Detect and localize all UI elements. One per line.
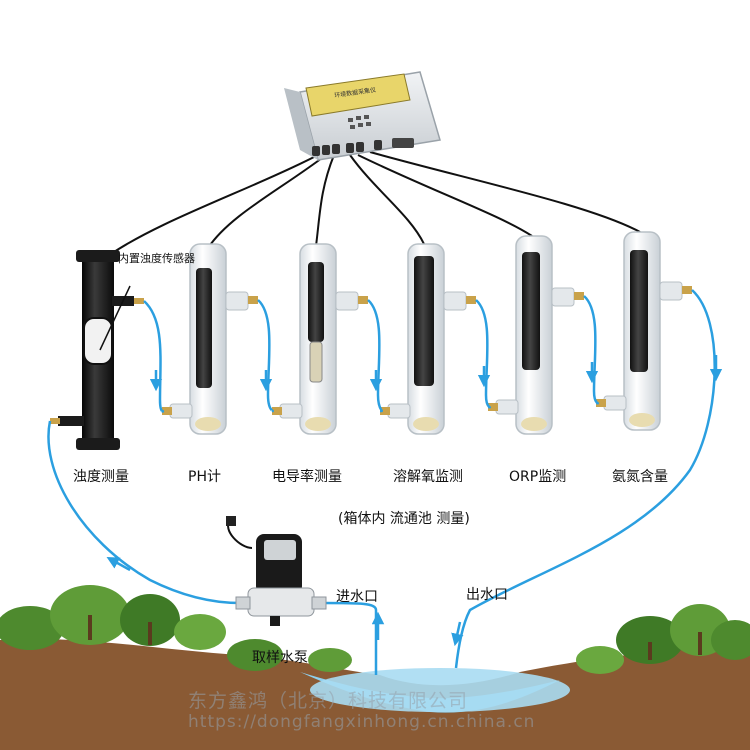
flow-cell-conductivity bbox=[272, 243, 368, 435]
inlet-label: 进水口 bbox=[336, 589, 378, 605]
flow-cell-orp bbox=[488, 235, 584, 435]
controller-screen bbox=[305, 73, 411, 117]
cable-glands bbox=[312, 138, 414, 156]
keypad bbox=[348, 115, 371, 129]
flow-cell-ph bbox=[162, 243, 258, 435]
flow-cell-ammonia bbox=[596, 231, 692, 431]
line-do-to-orp bbox=[475, 299, 492, 409]
signal-cables bbox=[107, 151, 641, 257]
line-inlet-to-pump bbox=[321, 601, 378, 675]
line-orp-to-ammonia bbox=[583, 295, 600, 405]
flow-cell-note: (箱体内 流通池 测量) bbox=[338, 511, 470, 527]
flow-cells bbox=[162, 231, 692, 435]
line-ph-to-conductivity bbox=[257, 299, 274, 413]
data-acquisition-controller: 环境数据采集仪 bbox=[284, 71, 441, 161]
sensor-label-orp: ORP监测 bbox=[509, 469, 567, 485]
outlet-label: 出水口 bbox=[466, 587, 508, 603]
tree-trunks bbox=[88, 615, 702, 660]
turbidity-sensor-body bbox=[50, 250, 144, 450]
flow-cell-dissolved-oxygen bbox=[380, 243, 476, 435]
sensor-label-ph: PH计 bbox=[188, 469, 221, 485]
pond-surface bbox=[310, 668, 570, 712]
line-conductivity-to-do bbox=[367, 299, 384, 413]
ground-scene bbox=[0, 585, 750, 750]
sensor-label-dissolved-oxygen: 溶解氧监测 bbox=[393, 469, 463, 485]
line-pump-to-turbidity bbox=[47, 420, 241, 605]
sampling-pump bbox=[226, 516, 327, 626]
watermark-company: 东方鑫鸿（北京）科技有限公司 bbox=[188, 690, 469, 712]
watermark-url: https://dongfangxinhong.cn.china.cn bbox=[188, 712, 536, 732]
sensor-label-ammonia: 氨氮含量 bbox=[612, 469, 668, 485]
sensor-label-turbidity: 浊度测量 bbox=[73, 469, 129, 485]
water-flow-lines bbox=[47, 289, 723, 675]
builtin-sensor-label: 内置浊度传感器 bbox=[118, 252, 195, 265]
line-turbidity-to-ph bbox=[143, 300, 165, 413]
sensor-label-conductivity: 电导率测量 bbox=[272, 469, 342, 485]
pump-label: 取样水泵 bbox=[252, 650, 308, 666]
line-outlet-return bbox=[454, 289, 716, 669]
